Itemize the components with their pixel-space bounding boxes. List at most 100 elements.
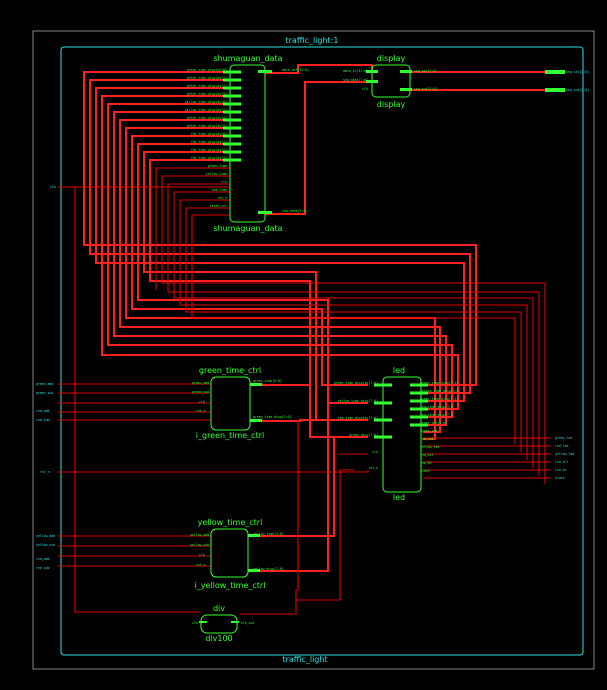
top-module-frame [60,46,584,656]
shumaguan-in-pin: clk [221,180,227,184]
port-right[interactable]: red_led [555,444,569,448]
led-out-pin: state [420,469,430,473]
port-left[interactable]: green_add [36,382,53,386]
led-in-pin: clk [372,450,378,454]
shumaguan-in-pin: green_time_display[5] [187,124,227,128]
shumaguan-inst-label: shumaguan_data [213,224,282,233]
port-left[interactable]: green_sub [36,391,53,395]
port-right[interactable]: state [555,476,565,480]
yellow-ctrl-in-pin: yellow_sub [190,543,209,547]
port-left[interactable]: red_add [36,409,50,413]
shumaguan-out-bar [258,211,272,214]
yellow-ctrl-out-pin: yellow_time[3:0] [253,532,284,536]
port-left[interactable]: yellow_add [36,534,55,538]
div-inst-label: div100 [205,634,232,643]
shumaguan-in-pin: red_time_display[0] [191,132,228,136]
shumaguan-in-bar [223,110,241,114]
shumaguan-in-pin: yellow_time_display[1] [185,108,227,112]
shumaguan-in-pin: green_time_display[0] [187,68,227,72]
led-in-pin: rst_n [368,466,378,470]
led-in-pin: green_time_display[7:0] [334,381,378,385]
led-out-bar [410,423,428,427]
shumaguan-in-pin: rst_n [217,196,227,200]
shumaguan-in-pin: yellow_time_display[0] [185,100,227,104]
shumaguan-in-bar [223,142,241,146]
yellow-ctrl-in-pin: clk [199,553,205,557]
led-out-pin: green_led [420,429,437,433]
yellow-ctrl-in-pin: yellow_add [190,533,209,537]
yellow-ctrl-type-label: yellow_time_ctrl [198,518,263,527]
shumaguan-in-pin: state_cnt [210,204,227,208]
green-ctrl-in-pin: green_sub [192,390,209,394]
port-left[interactable]: clk [50,185,56,189]
wire-net [58,64,551,615]
led-out-pin: yellow_time_disp[3:0] [420,389,460,393]
led-out-pin: green_time_disp[3:0] [420,381,458,385]
shumaguan-in-pin: green_time_display[3] [187,92,227,96]
block-display[interactable]: display display data_in[31:0] seg_data[7… [343,54,437,109]
top-module-bottom-label: traffic_light [282,655,327,664]
display-out-pin: seg_sel[7:0] [414,69,437,73]
div-in-pin: clk [192,621,198,625]
yellow-ctrl-inst-label: i_yellow_time_ctrl [195,581,266,590]
block-shumaguan-data[interactable]: shumaguan_data shumaguan_data green_time… [185,54,309,233]
block-led[interactable]: led led green_time_display[7:0]yellow_ti… [334,366,461,502]
shumaguan-in-pin: green_time [208,164,227,168]
shumaguan-in-bar [223,150,241,154]
shumaguan-in-bar [223,70,241,74]
port-left[interactable]: rst_n [40,470,50,474]
port-right[interactable]: seg_out[7:0] [566,88,589,92]
port-right[interactable]: led_all [555,460,569,464]
shumaguan-in-pin: red_time_display[2] [191,148,228,152]
led-inst-label: led [393,493,405,502]
led-out-bar [410,399,428,403]
port-left[interactable]: yellow_sub [36,543,55,547]
display-inst-label: display [377,100,406,109]
port-right[interactable]: green_led [555,436,572,440]
shumaguan-in-pin: red_time_display[3] [191,156,228,160]
display-in-pin: data_in[31:0] [343,69,368,73]
port-left[interactable]: red_sub [36,418,50,422]
led-out-pin: led_en [420,461,432,465]
led-in-pin: red_time_display[7:0] [338,416,378,420]
shumaguan-in-pin: green_time_display[1] [187,76,227,80]
shumaguan-type-label: shumaguan_data [213,54,282,63]
block-yellow-time-ctrl[interactable]: yellow_time_ctrl i_yellow_time_ctrl yell… [190,518,284,590]
outer-border [32,30,595,670]
led-out-bar [410,415,428,419]
shumaguan-in-bar [223,78,241,82]
port-right[interactable]: seg_sel[7:0] [566,70,589,74]
port-left[interactable]: red_add [36,557,50,561]
shumaguan-in-pin: yellow_time [206,172,227,176]
led-out-bar [410,407,428,411]
shumaguan-out-pin: data_out[31:0] [282,68,309,72]
shumaguan-out-bar [258,70,272,73]
green-ctrl-type-label: green_time_ctrl [199,366,261,375]
green-ctrl-in-pin: rst_n [196,409,206,413]
led-in-bar [374,418,392,422]
top-ports: clk green_add green_sub red_add red_sub … [36,70,589,570]
block-div[interactable]: div div100 clk clk_out [192,604,255,643]
led-out-pin: red_time_disp[7:4] [420,413,455,417]
port-left[interactable]: red_sub [36,566,50,570]
shumaguan-out-pin: seg_data[7:0] [282,209,307,213]
led-out-pin: led_all [420,453,434,457]
shumaguan-in-bar [223,94,241,98]
top-module-title: traffic_light:1 [286,36,339,45]
green-ctrl-in-pin: green_add [192,381,209,385]
display-out-pin: seg_out[7:0] [414,87,437,91]
display-type-label: display [377,54,406,63]
port-right[interactable]: led_en [555,468,567,472]
shumaguan-in-pin: green_time_display[4] [187,116,227,120]
block-green-time-ctrl[interactable]: green_time_ctrl i_green_time_ctrl green_… [192,366,291,440]
shumaguan-in-pin: red_time_display[1] [191,140,228,144]
yellow-ctrl-in-pin: rst_n [196,563,206,567]
display-in-pin: clk [362,87,368,91]
led-out-bar [410,383,428,387]
shumaguan-in-bar [223,102,241,106]
port-right[interactable]: yellow_led [555,452,574,456]
shumaguan-in-bar [223,126,241,130]
green-ctrl-out-pin: green_time[5:0] [253,379,282,383]
led-in-bar [374,435,392,439]
